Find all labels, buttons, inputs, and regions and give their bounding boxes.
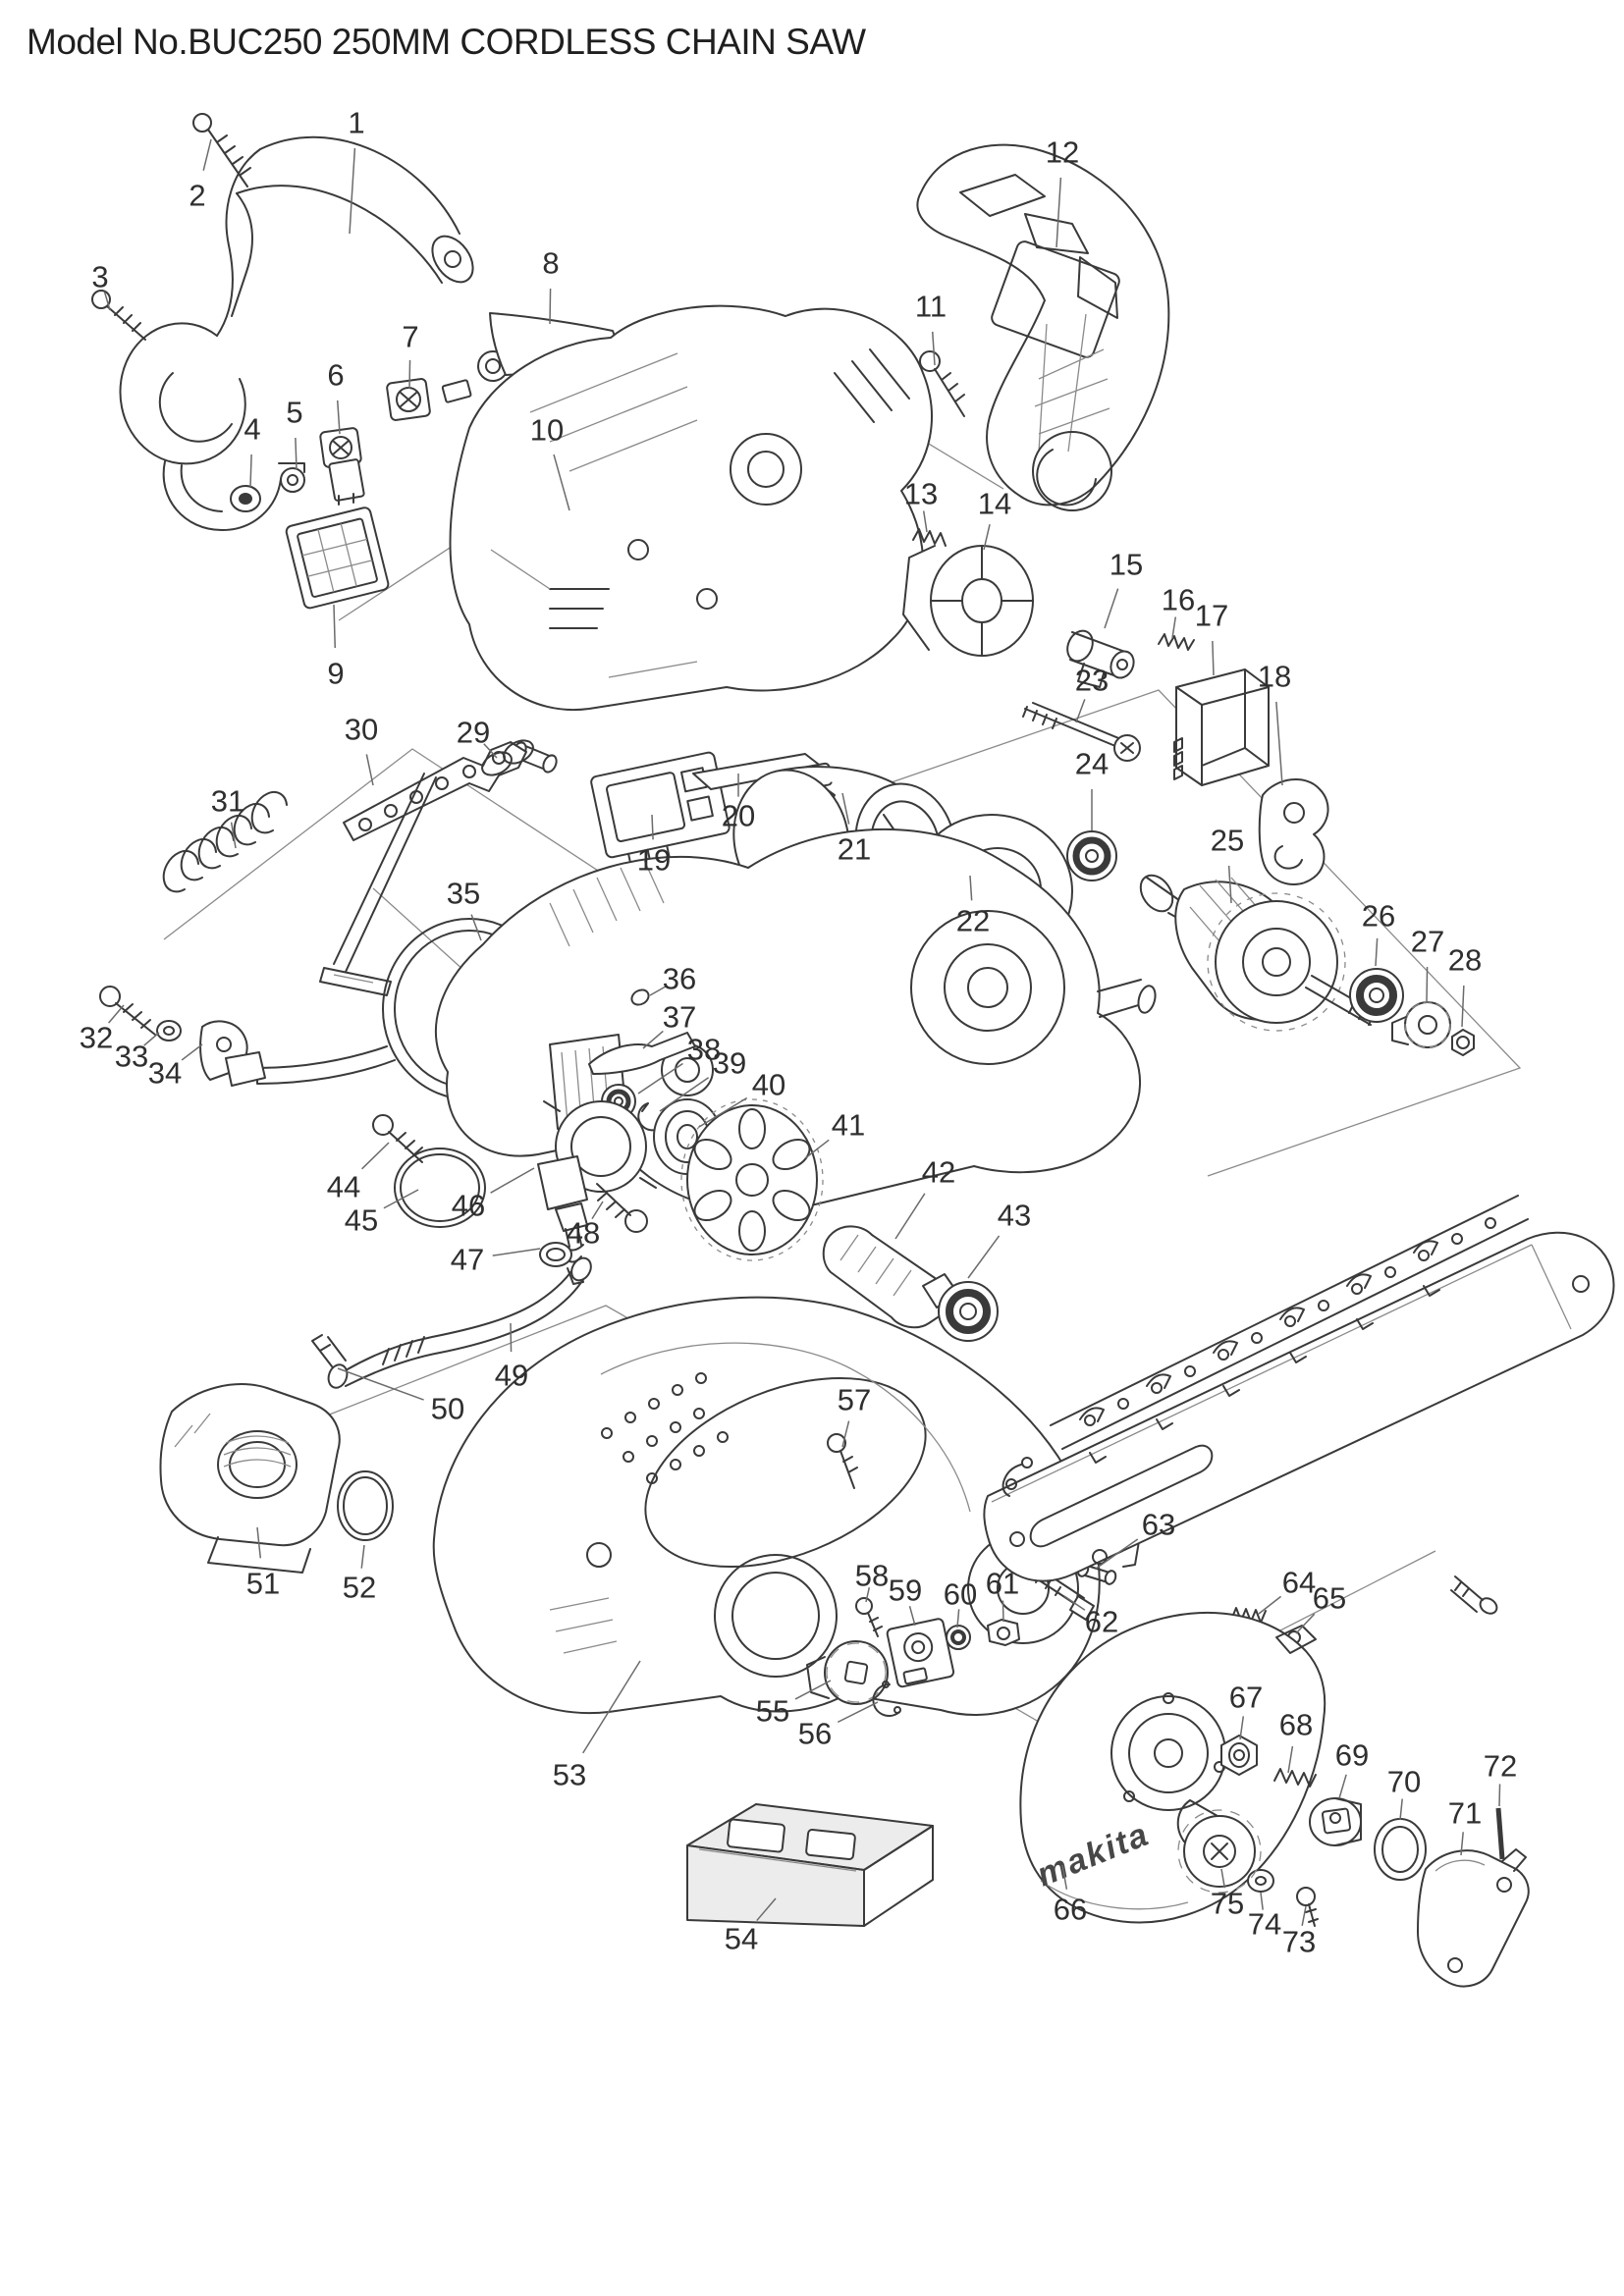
part-label-11: 11	[914, 289, 947, 324]
part-label-14: 14	[977, 486, 1012, 521]
part-label-67: 67	[1228, 1680, 1264, 1715]
part-label-48: 48	[566, 1215, 601, 1251]
top-handle	[916, 143, 1170, 511]
part-label-50: 50	[430, 1391, 465, 1426]
part-label-59: 59	[888, 1573, 923, 1608]
chain-case	[372, 828, 1157, 1342]
sprocket-cover-assembly: makita	[1019, 1611, 1530, 1988]
part-label-57: 57	[837, 1382, 872, 1417]
part-label-64: 64	[1281, 1565, 1317, 1600]
part-label-40: 40	[751, 1067, 786, 1102]
part-label-3: 3	[91, 259, 109, 294]
fan-assembly	[902, 528, 1034, 657]
part-label-70: 70	[1386, 1764, 1422, 1799]
part-label-12: 12	[1045, 134, 1080, 170]
part-label-32: 32	[79, 1020, 114, 1055]
part-label-13: 13	[903, 476, 939, 511]
part-label-49: 49	[494, 1358, 529, 1393]
part-label-68: 68	[1278, 1707, 1314, 1742]
armature-assembly	[1022, 702, 1475, 1056]
part-label-6: 6	[327, 357, 345, 393]
part-label-65: 65	[1312, 1580, 1347, 1616]
part-label-63: 63	[1141, 1507, 1176, 1542]
part-label-28: 28	[1447, 942, 1483, 978]
part-label-43: 43	[997, 1198, 1032, 1233]
part-label-69: 69	[1334, 1737, 1370, 1773]
part-label-20: 20	[721, 798, 756, 833]
part-label-61: 61	[985, 1566, 1020, 1601]
part-label-45: 45	[344, 1202, 379, 1238]
part-label-31: 31	[210, 783, 245, 819]
part-label-53: 53	[552, 1757, 587, 1792]
part-label-17: 17	[1194, 598, 1229, 633]
part-label-29: 29	[456, 715, 491, 750]
part-label-22: 22	[955, 903, 991, 938]
leader-lines	[103, 138, 1501, 1926]
part-label-24: 24	[1074, 746, 1110, 781]
part-label-60: 60	[943, 1576, 978, 1612]
oil-tube-and-bracket	[159, 1256, 592, 1574]
part-label-33: 33	[114, 1039, 149, 1074]
part-label-72: 72	[1483, 1748, 1518, 1784]
guide-bar-and-chain	[983, 1195, 1615, 1582]
part-label-10: 10	[529, 412, 565, 448]
part-label-8: 8	[542, 245, 560, 281]
page-title: Model No.BUC250 250MM CORDLESS CHAIN SAW	[27, 22, 866, 62]
part-label-58: 58	[854, 1558, 890, 1593]
part-label-5: 5	[286, 395, 303, 430]
part-label-23: 23	[1074, 663, 1110, 698]
part-label-26: 26	[1361, 898, 1396, 934]
part-label-47: 47	[450, 1242, 485, 1277]
part-label-30: 30	[344, 712, 379, 747]
part-label-71: 71	[1447, 1795, 1483, 1831]
part-label-55: 55	[755, 1693, 790, 1729]
brake-linkage	[162, 739, 558, 996]
part-label-39: 39	[712, 1045, 747, 1081]
part-label-4: 4	[244, 411, 261, 447]
part-label-42: 42	[921, 1154, 956, 1190]
part-label-37: 37	[662, 999, 697, 1035]
part-label-54: 54	[724, 1921, 759, 1956]
part-label-15: 15	[1109, 547, 1144, 582]
part-label-25: 25	[1210, 823, 1245, 858]
part-label-51: 51	[245, 1566, 281, 1601]
part-label-34: 34	[147, 1055, 183, 1091]
part-label-36: 36	[662, 961, 697, 996]
part-label-7: 7	[402, 319, 419, 354]
part-label-75: 75	[1210, 1886, 1245, 1921]
switch-assembly	[1066, 629, 1329, 885]
part-label-27: 27	[1410, 924, 1445, 959]
part-label-66: 66	[1053, 1892, 1088, 1927]
part-label-46: 46	[451, 1188, 486, 1223]
part-label-73: 73	[1281, 1924, 1317, 1959]
part-label-35: 35	[446, 876, 481, 911]
part-label-19: 19	[636, 842, 672, 878]
part-label-9: 9	[327, 656, 345, 691]
part-label-74: 74	[1247, 1906, 1282, 1942]
part-label-2: 2	[189, 178, 206, 213]
part-label-52: 52	[342, 1570, 377, 1605]
part-label-56: 56	[797, 1716, 833, 1751]
part-label-16: 16	[1161, 582, 1196, 617]
part-label-21: 21	[837, 831, 872, 867]
part-label-62: 62	[1084, 1604, 1119, 1639]
part-label-38: 38	[686, 1032, 722, 1067]
part-label-44: 44	[326, 1169, 361, 1204]
rear-housing-assembly	[432, 1296, 1498, 1927]
part-label-18: 18	[1257, 659, 1292, 694]
front-handle-assembly	[91, 113, 509, 531]
part-label-41: 41	[831, 1107, 866, 1143]
part-label-1: 1	[348, 105, 365, 140]
motor-housing	[449, 304, 933, 712]
